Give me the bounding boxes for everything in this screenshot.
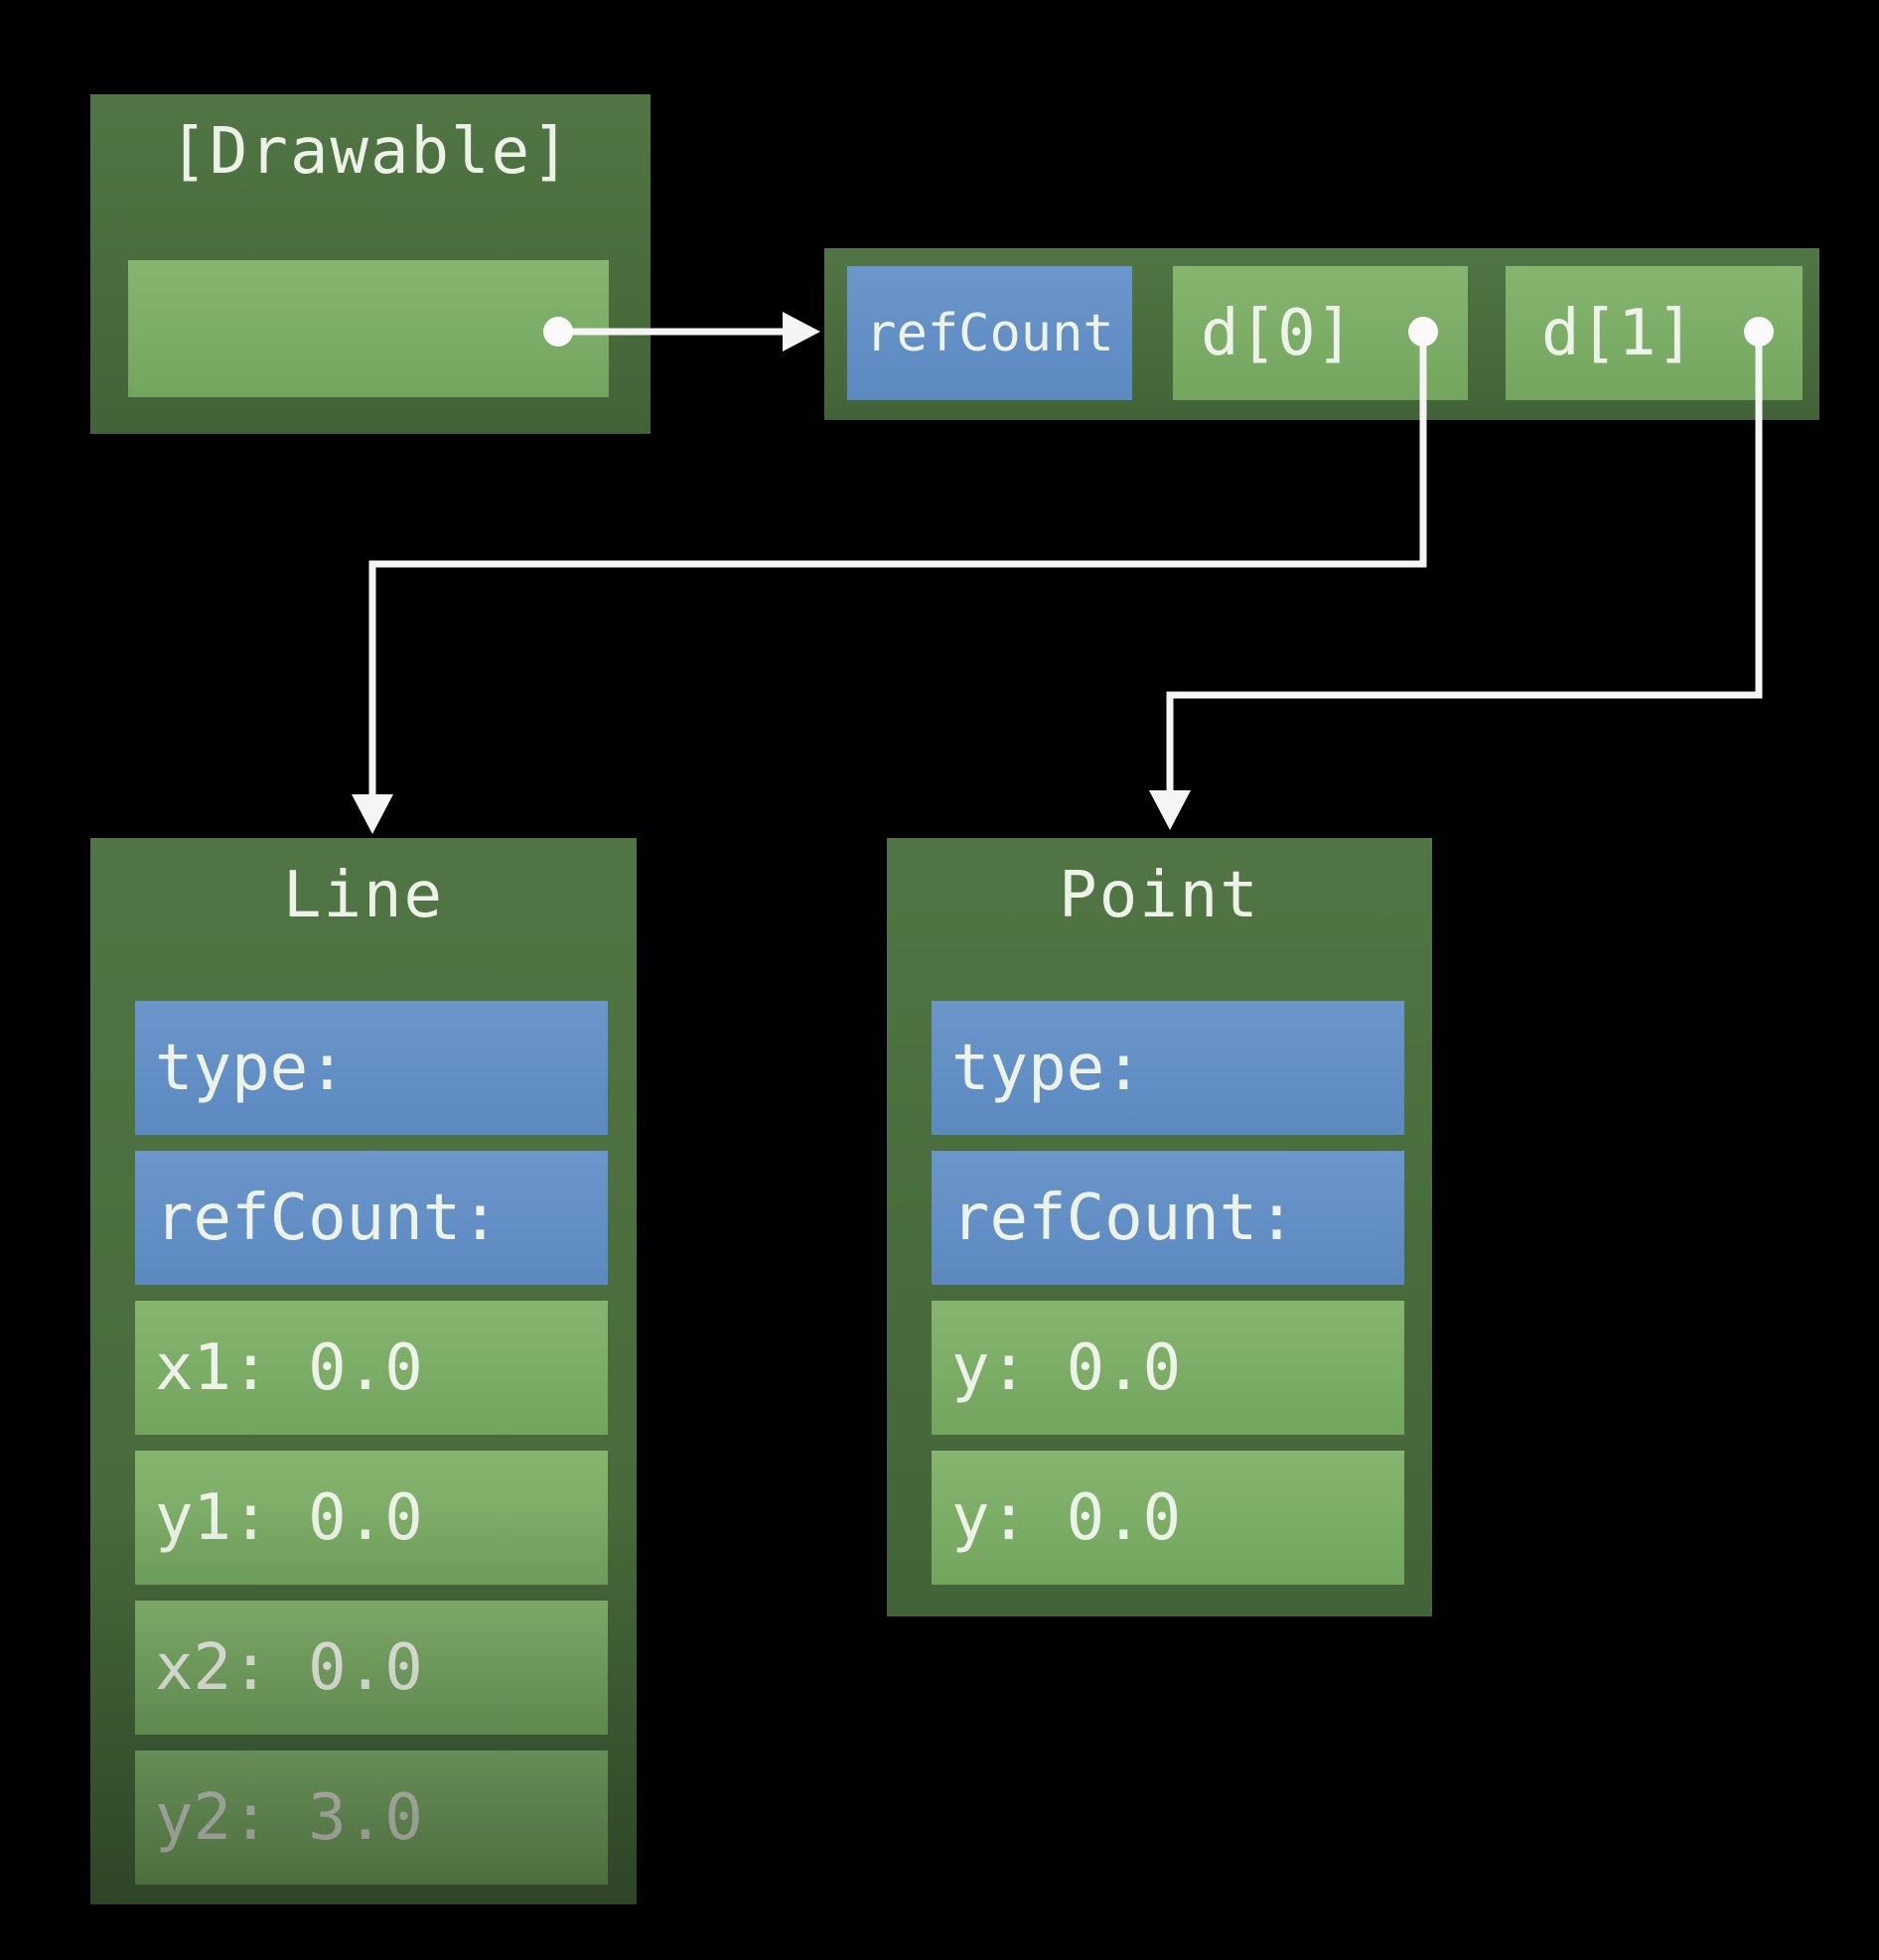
arrowhead-down-icon bbox=[1149, 790, 1191, 830]
arrowhead-down-icon bbox=[352, 794, 393, 834]
arrowhead-right-icon bbox=[783, 312, 820, 351]
array-d1-cell: d[1] bbox=[1506, 266, 1803, 400]
line-row-x2: x2: 0.0 bbox=[135, 1601, 608, 1735]
point-title: Point bbox=[1059, 859, 1260, 932]
line-row-y2: y2: 3.0 bbox=[135, 1750, 608, 1885]
line-title: Line bbox=[282, 859, 445, 932]
drawable-variable-box: [Drawable] bbox=[90, 94, 650, 434]
line-row-type: type: bbox=[135, 1001, 608, 1135]
point-row-type: type: bbox=[932, 1001, 1404, 1135]
line-struct-box: Line type: refCount: x1: 0.0 y1: 0.0 x2:… bbox=[90, 838, 637, 1904]
drawable-title: [Drawable] bbox=[169, 115, 572, 189]
array-refcount-cell: refCount bbox=[847, 266, 1132, 400]
point-row-y-first: y: 0.0 bbox=[932, 1301, 1404, 1435]
drawable-pointer-field bbox=[128, 260, 609, 397]
point-row-y-second: y: 0.0 bbox=[932, 1451, 1404, 1585]
drawable-array-struct: refCount d[0] d[1] bbox=[824, 248, 1819, 420]
line-row-y1: y1: 0.0 bbox=[135, 1451, 608, 1585]
point-rows: type: refCount: y: 0.0 y: 0.0 bbox=[932, 1001, 1404, 1601]
line-rows: type: refCount: x1: 0.0 y1: 0.0 x2: 0.0 … bbox=[135, 1001, 608, 1900]
point-row-refcount: refCount: bbox=[932, 1151, 1404, 1285]
array-d0-cell: d[0] bbox=[1173, 266, 1468, 400]
line-row-refcount: refCount: bbox=[135, 1151, 608, 1285]
line-row-x1: x1: 0.0 bbox=[135, 1301, 608, 1435]
point-struct-box: Point type: refCount: y: 0.0 y: 0.0 bbox=[887, 838, 1432, 1616]
